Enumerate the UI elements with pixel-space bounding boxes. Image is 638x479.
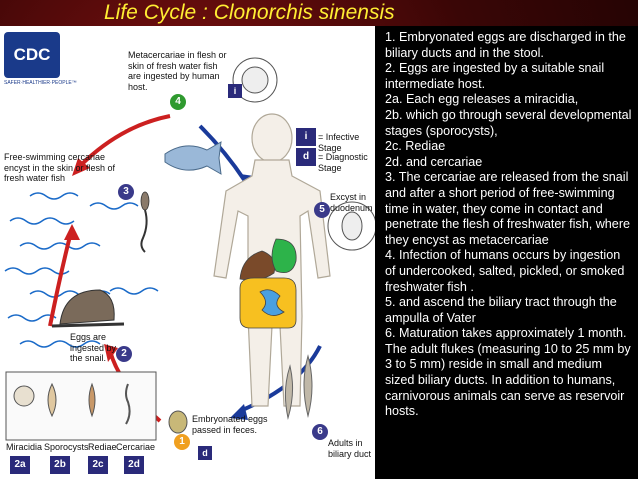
metacercariae-infective-mark: i (228, 84, 242, 98)
note-2a: 2a. Each egg releases a miracidia, (385, 92, 579, 107)
cdc-logo-mark: CDC (4, 32, 60, 78)
stage-1-badge: 1 (174, 434, 190, 450)
organs (239, 238, 297, 329)
note-2b: 2b. which go through several development… (385, 107, 632, 138)
slide-title: Life Cycle : Clonorchis sinensis (104, 1, 395, 24)
fish-drawing (164, 141, 222, 175)
note-2c: 2c. Rediae (385, 139, 446, 154)
cercaria-drawing (140, 191, 150, 253)
stage-6-label: Adults in biliary duct (328, 438, 372, 459)
egg-drawing (168, 410, 188, 434)
diagnostic-stage-label: = Diagnostic Stage (318, 152, 368, 173)
infective-stage-label: = Infective Stage (318, 132, 360, 153)
metacercariae-inset (232, 57, 278, 103)
note-2d: 2d. and cercariae (385, 154, 483, 169)
snail-stage-badge-2b: 2b (50, 456, 70, 474)
infective-stage-mark: i (296, 128, 316, 146)
snail-stage-badge-2c: 2c (88, 456, 108, 474)
cdc-tagline: SAFER·HEALTHIER·PEOPLE™ (4, 80, 77, 86)
snail-drawing (51, 289, 125, 328)
stage-3-label: Free-swimming cercariae encyst in the sk… (4, 152, 116, 183)
stage-4-badge: 4 (170, 94, 186, 110)
snail-stage-badge-2d: 2d (124, 456, 144, 474)
snail-stage-badge-2a: 2a (10, 456, 30, 474)
stage-2-badge: 2 (116, 346, 132, 362)
snail-stage-name-2c: Rediae (88, 442, 117, 452)
snail-stage-name-2b: Sporocysts (44, 442, 89, 452)
stage-3-badge: 3 (118, 184, 134, 200)
stage-6-badge: 6 (312, 424, 328, 440)
note-1: 1. Embryonated eggs are discharged in th… (385, 30, 626, 60)
stage-4-label: Metacercariae in flesh or skin of fresh … (128, 50, 227, 92)
life-cycle-notes: 1. Embryonated eggs are discharged in th… (375, 26, 638, 479)
snail-stages-strip (5, 371, 157, 441)
note-3: 3. The cercariae are released from the s… (385, 170, 631, 247)
arrow-heads (64, 158, 118, 362)
stage-2-label: Eggs are ingested by the snail. (70, 332, 117, 363)
diagram-drawing (4, 57, 377, 441)
cdc-logo: CDC SAFER·HEALTHIER·PEOPLE™ (4, 32, 77, 92)
life-cycle-diagram: CDC SAFER·HEALTHIER·PEOPLE™ (0, 26, 384, 479)
egg-diagnostic-mark: d (198, 446, 212, 460)
note-5: 5. and ascend the biliary tract through … (385, 295, 617, 325)
note-6: 6. Maturation takes approximately 1 mont… (385, 326, 631, 419)
diagnostic-stage-mark: d (296, 148, 316, 166)
snail-stage-name-2a: Miracidia (6, 442, 43, 452)
adult-fluke-drawings (284, 354, 313, 420)
note-4: 4. Infection of humans occurs by ingesti… (385, 248, 625, 294)
note-2: 2. Eggs are ingested by a suitable snail… (385, 61, 605, 91)
stage-1-label: Embryonated eggs passed in feces. (192, 414, 268, 435)
stage-5-badge: 5 (314, 202, 330, 218)
stage-5-label: Excyst in duodenum (330, 192, 373, 213)
excyst-inset (327, 201, 377, 251)
snail-stage-name-2d: Cercariae (116, 442, 156, 452)
